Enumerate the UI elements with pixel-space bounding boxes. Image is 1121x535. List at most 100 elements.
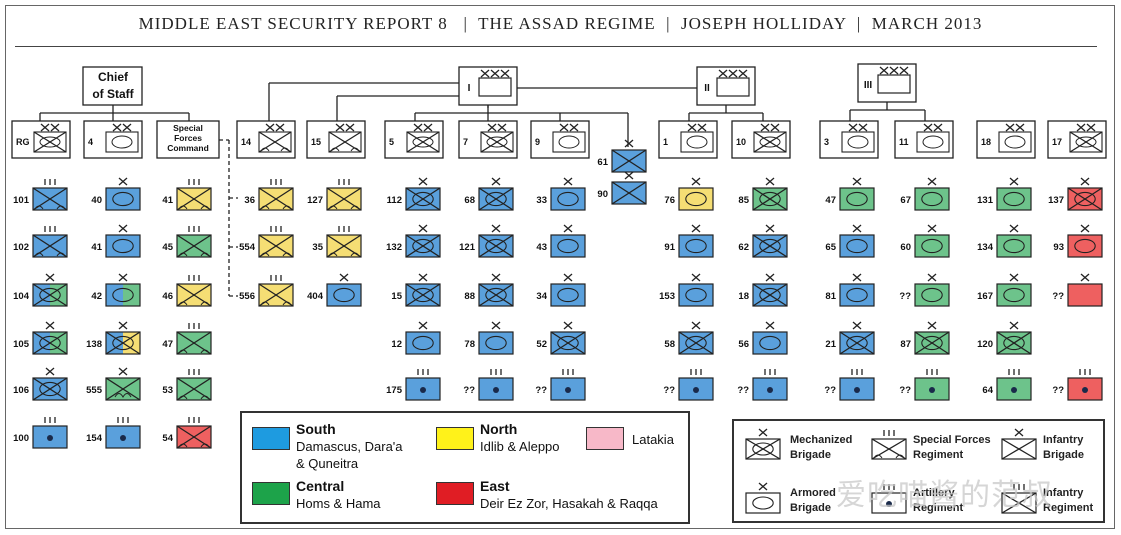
brigade-label: 106: [13, 385, 29, 396]
legend-central-desc: Homs & Hama: [296, 496, 381, 511]
brigade-81: 81: [825, 273, 875, 307]
unit-legend-symbols: [745, 428, 1037, 514]
brigade-label: 33: [536, 195, 547, 206]
svg-text:Forces: Forces: [174, 133, 202, 143]
brigade-104: 104: [13, 273, 68, 307]
swatch-east: [436, 482, 474, 505]
brigade-78: 78: [464, 321, 514, 355]
page-title: MIDDLE EAST SECURITY REPORT 8 | THE ASSA…: [138, 14, 983, 33]
brigade-label: 102: [13, 242, 29, 253]
brigade-167: 167: [977, 273, 1032, 307]
brigade-52: 52: [536, 321, 586, 355]
brigade-67: 67: [900, 177, 950, 211]
svg-text:3: 3: [824, 137, 829, 147]
svg-text:10: 10: [736, 137, 746, 147]
brigade-label: 18: [738, 291, 749, 302]
brigade-??: ??: [1052, 273, 1103, 307]
brigade-label: 34: [536, 291, 547, 302]
brigade-label: 112: [387, 195, 402, 206]
legend-symbol-2: [871, 430, 907, 460]
brigade-41: 41: [91, 224, 141, 258]
brigade-90: 90: [597, 171, 647, 205]
brigade-65: 65: [825, 224, 875, 258]
brigade-54: 54: [162, 417, 212, 449]
legend-symbol-3: [1001, 428, 1037, 460]
division-2: 4: [83, 120, 143, 159]
svg-text:9: 9: [535, 137, 540, 147]
corps-label: I: [468, 83, 471, 94]
brigade-label: 46: [162, 291, 173, 302]
brigade-label: ??: [1052, 291, 1064, 302]
svg-text:7: 7: [463, 137, 468, 147]
division-11: 3: [819, 120, 879, 159]
brigade-label: 47: [162, 339, 173, 350]
brigade-label: 154: [86, 433, 103, 444]
brigade-label: 555: [86, 385, 103, 396]
brigade-21: 21: [825, 321, 875, 355]
brigade-85: 85: [738, 177, 788, 211]
brigade-label: 68: [464, 195, 475, 206]
division-8: 9: [530, 120, 590, 159]
brigade-??: ??: [899, 369, 950, 401]
brigade-47: 47: [825, 177, 875, 211]
division-4: 14: [236, 120, 296, 159]
brigade-label: 43: [536, 242, 547, 253]
svg-text:1: 1: [663, 137, 668, 147]
svg-text:11: 11: [899, 137, 909, 147]
frame: [5, 5, 1115, 529]
brigade-label: 132: [386, 242, 402, 253]
brigade-label: 12: [391, 339, 402, 350]
brigade-35: 35: [312, 226, 362, 258]
brigade-label: ??: [1052, 385, 1064, 396]
brigade-label: 54: [162, 433, 173, 444]
brigade-??: ??: [899, 273, 950, 307]
brigade-47: 47: [162, 323, 212, 355]
brigade-556: 556: [239, 275, 294, 307]
brigade-label: 556: [239, 291, 255, 302]
brigade-??: ??: [737, 369, 788, 401]
brigade-102: 102: [13, 226, 68, 258]
brigade-404: 404: [307, 273, 362, 307]
brigade-label: 65: [825, 242, 836, 253]
brigade-76: 76: [664, 177, 714, 211]
brigade-label: 137: [1048, 195, 1064, 206]
brigade-label: 78: [464, 339, 475, 350]
legend-north: North Idlib & Aleppo: [480, 421, 560, 455]
brigade-label: 101: [13, 195, 30, 206]
svg-text:Command: Command: [167, 143, 209, 153]
division-7: 7: [458, 120, 518, 159]
legend-east: East Deir Ez Zor, Hasakah & Raqqa: [480, 478, 658, 512]
corps-III: III: [857, 63, 917, 103]
division-6: 5: [384, 120, 444, 159]
brigade-106: 106: [13, 367, 68, 401]
brigade-label: 62: [738, 242, 749, 253]
brigade-60: 60: [900, 224, 950, 258]
brigade-33: 33: [536, 177, 586, 211]
brigade-label: 134: [977, 242, 994, 253]
brigade-label: 41: [91, 242, 102, 253]
brigade-??: ??: [824, 369, 875, 401]
brigade-label: 35: [312, 242, 323, 253]
brigade-label: 87: [900, 339, 911, 350]
brigade-label: ??: [663, 385, 675, 396]
svg-text:4: 4: [88, 137, 93, 147]
corps-label: II: [704, 83, 710, 94]
swatch-north: [436, 427, 474, 450]
brigade-label: ??: [535, 385, 547, 396]
brigade-87: 87: [900, 321, 950, 355]
brigade-120: 120: [977, 321, 1032, 355]
brigade-label: 36: [244, 195, 255, 206]
brigade-label: 127: [307, 195, 323, 206]
brigade-label: 47: [825, 195, 836, 206]
brigade-??: ??: [1052, 369, 1103, 401]
brigade-label: 138: [86, 339, 102, 350]
brigade-label: 40: [91, 195, 102, 206]
brigades: 1011021041051061004041421385551544145464…: [13, 139, 1103, 449]
watermark: 爱吃喵酱的范叔: [836, 478, 1053, 513]
brigade-15: 15: [391, 273, 441, 307]
corps-II: II: [696, 66, 756, 106]
legend-central: Central Homs & Hama: [296, 478, 381, 512]
